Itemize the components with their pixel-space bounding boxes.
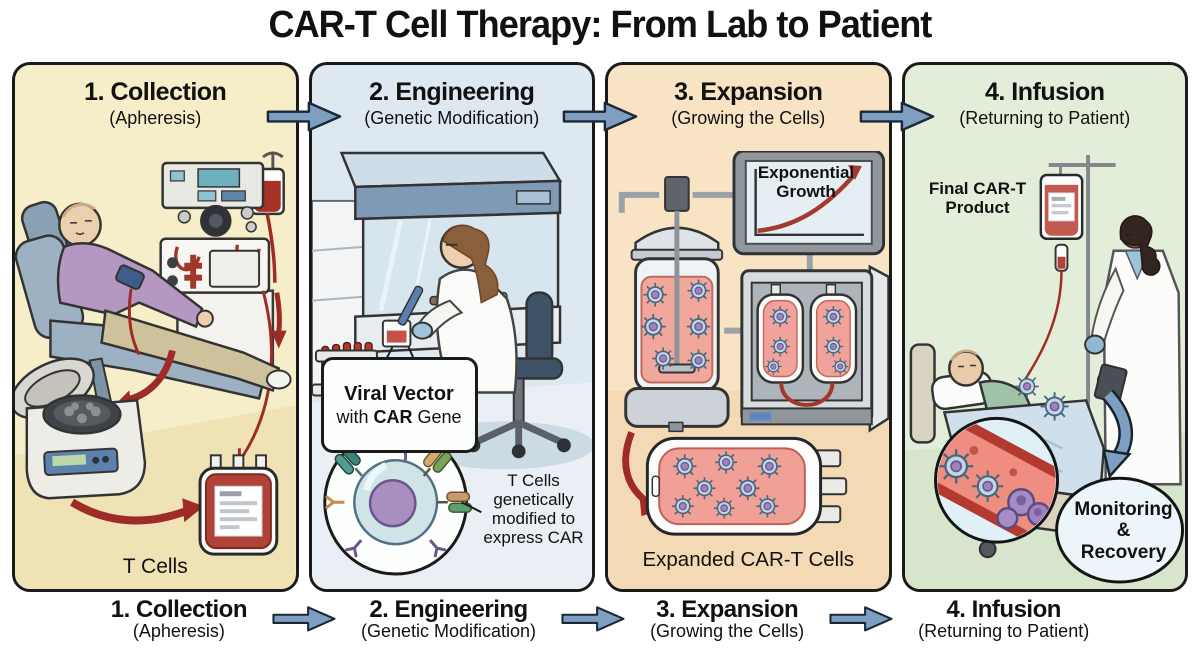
footer-step-1-subtitle: (Apheresis) <box>132 621 225 642</box>
t-cell-bag <box>198 448 279 556</box>
modified-line-1: T Cells <box>507 471 560 490</box>
footer-step-collection: 1. Collection (Apheresis) <box>105 597 253 641</box>
panel-expansion-header: 3. Expansion (Growing the Cells) <box>608 65 889 129</box>
page-title: CAR-T Cell Therapy: From Lab to Patient <box>268 4 933 46</box>
footer-step-3-subtitle: (Growing the Cells) <box>650 621 805 642</box>
arrow-to-expanded-bag-icon <box>622 431 650 506</box>
product-line-2: Product <box>945 198 1010 218</box>
infusion-scene-svg <box>904 154 1185 589</box>
panel-infusion-subtitle: (Returning to Patient) <box>959 108 1131 128</box>
final-product-label: Final CAR-T Product <box>917 179 1039 217</box>
panel-infusion-header: 4. Infusion (Returning to Patient) <box>905 65 1186 129</box>
footer-step-4-title: 4. Infusion <box>946 596 1061 623</box>
monitoring-badge <box>1054 476 1184 584</box>
panel-engineering-subtitle: (Genetic Modification) <box>364 108 540 128</box>
infusion-illustration: Final CAR-T Product Monitoring & Recover… <box>904 151 1186 589</box>
monitoring-recovery-label: Monitoring & Recovery <box>1059 481 1186 581</box>
footer-step-2-subtitle: (Genetic Modification) <box>360 621 537 642</box>
footer-arrow-3-icon <box>828 604 894 636</box>
centrifuge <box>15 357 147 500</box>
expanded-cart-bag <box>645 436 848 536</box>
panel-collection-title: 1. Collection <box>84 78 227 106</box>
vector-gene-text: Gene <box>417 407 462 428</box>
monitoring-line-3: Recovery <box>1080 541 1167 563</box>
final-product-iv-bag <box>1017 173 1083 390</box>
panel-engineering: 2. Engineering (Genetic Modification) <box>308 62 595 592</box>
panel-engineering-title: 2. Engineering <box>369 78 535 106</box>
footer-step-expansion: 3. Expansion (Growing the Cells) <box>644 597 810 641</box>
panel-infusion-title: 4. Infusion <box>985 78 1105 106</box>
collection-scene-svg <box>15 151 296 589</box>
footer-step-3-title: 3. Expansion <box>656 596 799 623</box>
monitoring-line-2: & <box>1116 520 1131 542</box>
iv-stand <box>1048 154 1116 451</box>
panel-expansion-title: 3. Expansion <box>674 78 823 106</box>
t-cells-label: T Cells <box>122 555 188 578</box>
scientist <box>397 224 571 459</box>
incubator <box>740 264 889 433</box>
modified-line-2: genetically <box>493 490 574 510</box>
apheresis-machine <box>159 151 287 457</box>
footer-step-1-title: 1. Collection <box>110 596 248 623</box>
monitoring-arrow-icon <box>1101 389 1133 479</box>
footer-step-engineering: 2. Engineering (Genetic Modification) <box>355 597 542 641</box>
exponential-growth-label: Exponential Growth <box>750 163 862 201</box>
flow-arrow-2-icon <box>561 99 639 135</box>
footer-step-4-subtitle: (Returning to Patient) <box>918 621 1090 642</box>
patient-on-chair <box>15 200 292 416</box>
expansion-illustration: Exponential Growth Expanded CAR-T Cells <box>608 151 889 589</box>
footer-step-2-title: 2. Engineering <box>369 596 528 623</box>
collection-illustration: T Cells <box>15 151 296 589</box>
flow-arrow-1-icon <box>265 99 343 135</box>
arrow-to-bag-icon <box>70 498 190 525</box>
footer-steps: 1. Collection (Apheresis) 2. Engineering… <box>0 597 1200 641</box>
expanded-cells-label: Expanded CAR-T Cells <box>642 548 855 571</box>
bioreactor <box>624 175 730 433</box>
expansion-scene-svg <box>608 151 889 589</box>
chart-line-2: Growth <box>776 182 836 202</box>
vector-car-text: CAR <box>373 407 413 428</box>
panel-expansion: 3. Expansion (Growing the Cells) <box>605 62 892 592</box>
product-line-1: Final CAR-T <box>928 179 1027 198</box>
panel-expansion-subtitle: (Growing the Cells) <box>671 108 826 128</box>
chart-line-1: Exponential <box>757 163 855 182</box>
panel-collection-subtitle: (Apheresis) <box>109 108 202 128</box>
modified-line-4: express CAR <box>483 528 584 548</box>
panel-collection: 1. Collection (Apheresis) <box>12 62 299 592</box>
panel-row: 1. Collection (Apheresis) <box>12 62 1188 592</box>
growth-monitor <box>732 151 886 256</box>
cell-culture-flask <box>381 319 411 348</box>
bloodstream-inset <box>933 373 1070 544</box>
modified-cells-label: T Cells genetically modified to express … <box>472 471 593 548</box>
panel-infusion: 4. Infusion (Returning to Patient) <box>901 62 1188 592</box>
vector-with-text: with <box>336 407 369 428</box>
footer-arrow-1-icon <box>271 604 337 636</box>
modified-line-3: modified to <box>491 509 576 529</box>
flow-arrow-3-icon <box>858 99 936 135</box>
panel-collection-header: 1. Collection (Apheresis) <box>15 65 296 129</box>
panel-engineering-header: 2. Engineering (Genetic Modification) <box>312 65 593 129</box>
monitoring-line-1: Monitoring <box>1074 499 1173 521</box>
viral-vector-title: Viral Vector <box>344 382 454 405</box>
footer-step-infusion: 4. Infusion (Returning to Patient) <box>912 597 1095 641</box>
footer-arrow-2-icon <box>560 604 626 636</box>
